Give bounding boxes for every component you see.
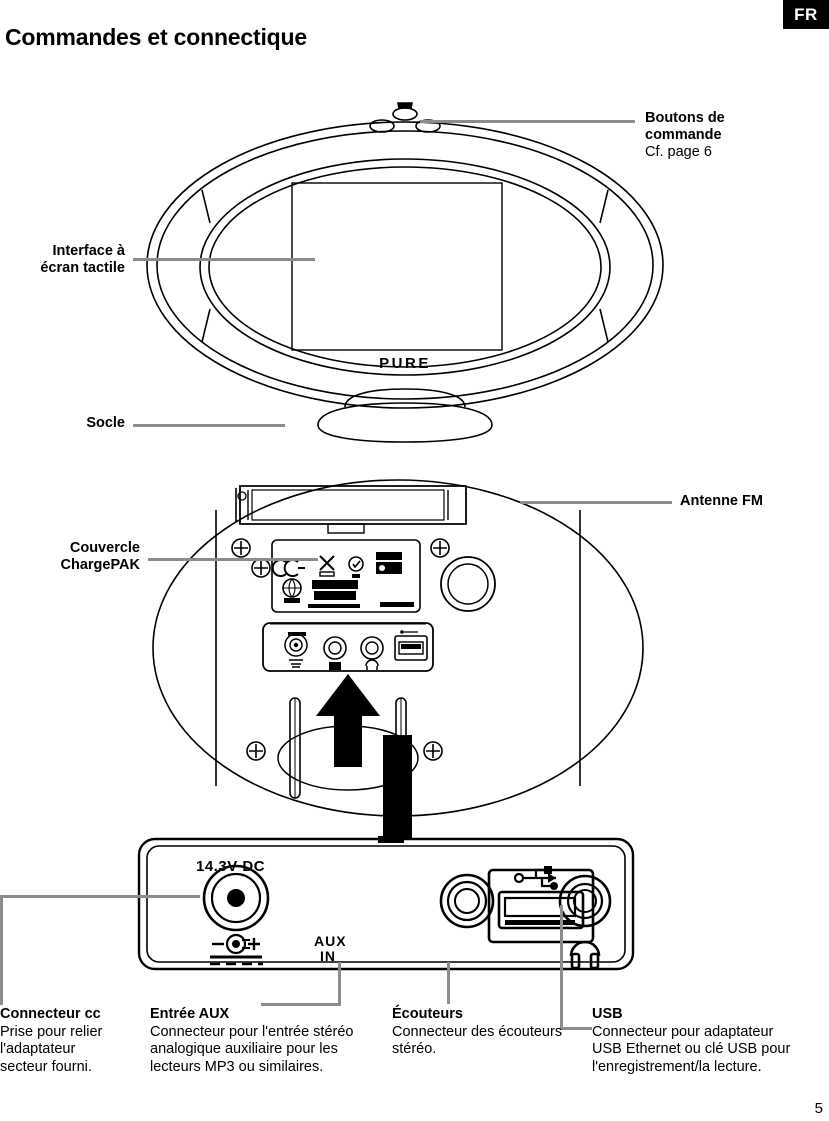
callout-touchscreen: Interface à écran tactile bbox=[0, 243, 125, 277]
caption-dc-connector-title: Connecteur cc bbox=[0, 1006, 101, 1022]
rear-connector-panel bbox=[262, 622, 434, 672]
magnify-arrow bbox=[316, 674, 380, 767]
panel-label-aux-line1: AUX bbox=[314, 933, 347, 949]
caption-headphones: Écouteurs Connecteur des écouteurs stéré… bbox=[392, 1006, 572, 1059]
touchscreen-display bbox=[291, 182, 503, 351]
caption-headphones-body: Connecteur des écouteurs stéréo. bbox=[392, 1023, 563, 1058]
caption-usb-body: Connecteur pour adaptateur USB Ethernet … bbox=[592, 1023, 791, 1075]
device-bezel-inner bbox=[208, 166, 602, 368]
shell-seam-left-bottom bbox=[201, 308, 211, 343]
caption-dc-connector-body: Prise pour relier l'adaptateur secteur f… bbox=[0, 1023, 103, 1075]
leader-dc-vertical bbox=[0, 895, 3, 1005]
caption-dc-connector: Connecteur cc Prise pour relier l'adapta… bbox=[0, 1006, 125, 1076]
control-button-left bbox=[369, 119, 395, 133]
callout-touchscreen-line2: écran tactile bbox=[40, 260, 125, 276]
callout-chargepak: Couvercle ChargePAK bbox=[0, 540, 141, 574]
callout-chargepak-line1: Couvercle bbox=[69, 540, 140, 556]
callout-chargepak-line2: ChargePAK bbox=[60, 557, 141, 573]
caption-aux-input-title: Entrée AUX bbox=[150, 1006, 230, 1022]
usb-trident-icon bbox=[513, 866, 558, 890]
caption-aux-input: Entrée AUX Connecteur pour l'entrée stér… bbox=[150, 1006, 365, 1076]
panel-label-aux-line2: IN bbox=[320, 948, 336, 964]
device-base-neck bbox=[344, 388, 466, 408]
leader-chargepak bbox=[148, 558, 318, 561]
leader-base bbox=[133, 424, 285, 427]
callout-control-buttons-title: Boutons de bbox=[645, 110, 725, 126]
leader-aux-horizontal bbox=[261, 1003, 341, 1006]
aux-input-jack bbox=[439, 873, 495, 929]
callout-control-buttons: Boutons de commande Cf. page 6 bbox=[645, 110, 820, 161]
device-outer-shell-inner bbox=[156, 130, 654, 400]
usb-port-opening-outer bbox=[497, 890, 585, 930]
page-title: Commandes et connectique bbox=[5, 24, 307, 50]
figure-rear-view bbox=[148, 468, 648, 828]
shell-seam-left-top bbox=[201, 189, 211, 224]
panel-body-inner bbox=[146, 845, 626, 963]
magnify-arrow-shaft bbox=[383, 735, 412, 840]
fm-antenna-slot bbox=[235, 485, 467, 534]
language-tab-fr: FR bbox=[783, 0, 829, 29]
leader-usb-vertical bbox=[560, 905, 563, 1030]
device-base-stand bbox=[317, 402, 493, 443]
shell-seam-right-bottom bbox=[599, 308, 609, 343]
leader-controls bbox=[420, 120, 635, 123]
dc-power-jack bbox=[202, 864, 270, 966]
callout-control-buttons-title2: commande bbox=[645, 127, 722, 143]
rear-round-port-inner bbox=[447, 563, 489, 605]
figure-front-view: PURE bbox=[140, 95, 670, 455]
figure-usb-port bbox=[486, 856, 596, 956]
rear-round-port-outer bbox=[440, 556, 496, 612]
shell-seam-right-top bbox=[599, 189, 609, 224]
top-notch bbox=[397, 102, 413, 109]
panel-top-tab bbox=[378, 836, 404, 843]
leader-fm-antenna bbox=[520, 501, 672, 504]
leader-aux-vertical bbox=[338, 962, 341, 1006]
leader-usb-horizontal bbox=[560, 1027, 592, 1030]
leader-dc-horizontal bbox=[0, 895, 200, 898]
control-button-center bbox=[392, 107, 418, 121]
callout-fm-antenna: Antenne FM bbox=[680, 493, 763, 510]
caption-usb-title: USB bbox=[592, 1006, 623, 1022]
device-bezel bbox=[199, 158, 611, 376]
language-tab-label: FR bbox=[794, 4, 818, 24]
page-number: 5 bbox=[814, 1100, 823, 1117]
usb-port-tongue bbox=[505, 920, 575, 925]
callout-base: Socle bbox=[0, 415, 125, 432]
callout-touchscreen-line1: Interface à bbox=[52, 243, 125, 259]
caption-usb: USB Connecteur pour adaptateur USB Ether… bbox=[592, 1006, 807, 1076]
device-outer-shell bbox=[146, 121, 664, 409]
leader-touchscreen bbox=[133, 258, 315, 261]
figure-connector-panel-detail bbox=[136, 836, 636, 972]
panel-label-dc: 14.3V DC bbox=[196, 858, 266, 875]
caption-aux-input-body: Connecteur pour l'entrée stéréo analogiq… bbox=[150, 1023, 354, 1075]
callout-fm-antenna-label: Antenne FM bbox=[680, 493, 763, 509]
usb-port-opening-inner bbox=[503, 896, 577, 918]
leader-headphones-vertical bbox=[447, 962, 450, 1004]
regulatory-label bbox=[271, 539, 421, 613]
rear-screws bbox=[231, 538, 450, 761]
brand-logo-text: PURE bbox=[379, 355, 431, 372]
callout-control-buttons-note: Cf. page 6 bbox=[645, 144, 712, 160]
caption-headphones-title: Écouteurs bbox=[392, 1006, 463, 1022]
callout-base-label: Socle bbox=[86, 415, 125, 431]
